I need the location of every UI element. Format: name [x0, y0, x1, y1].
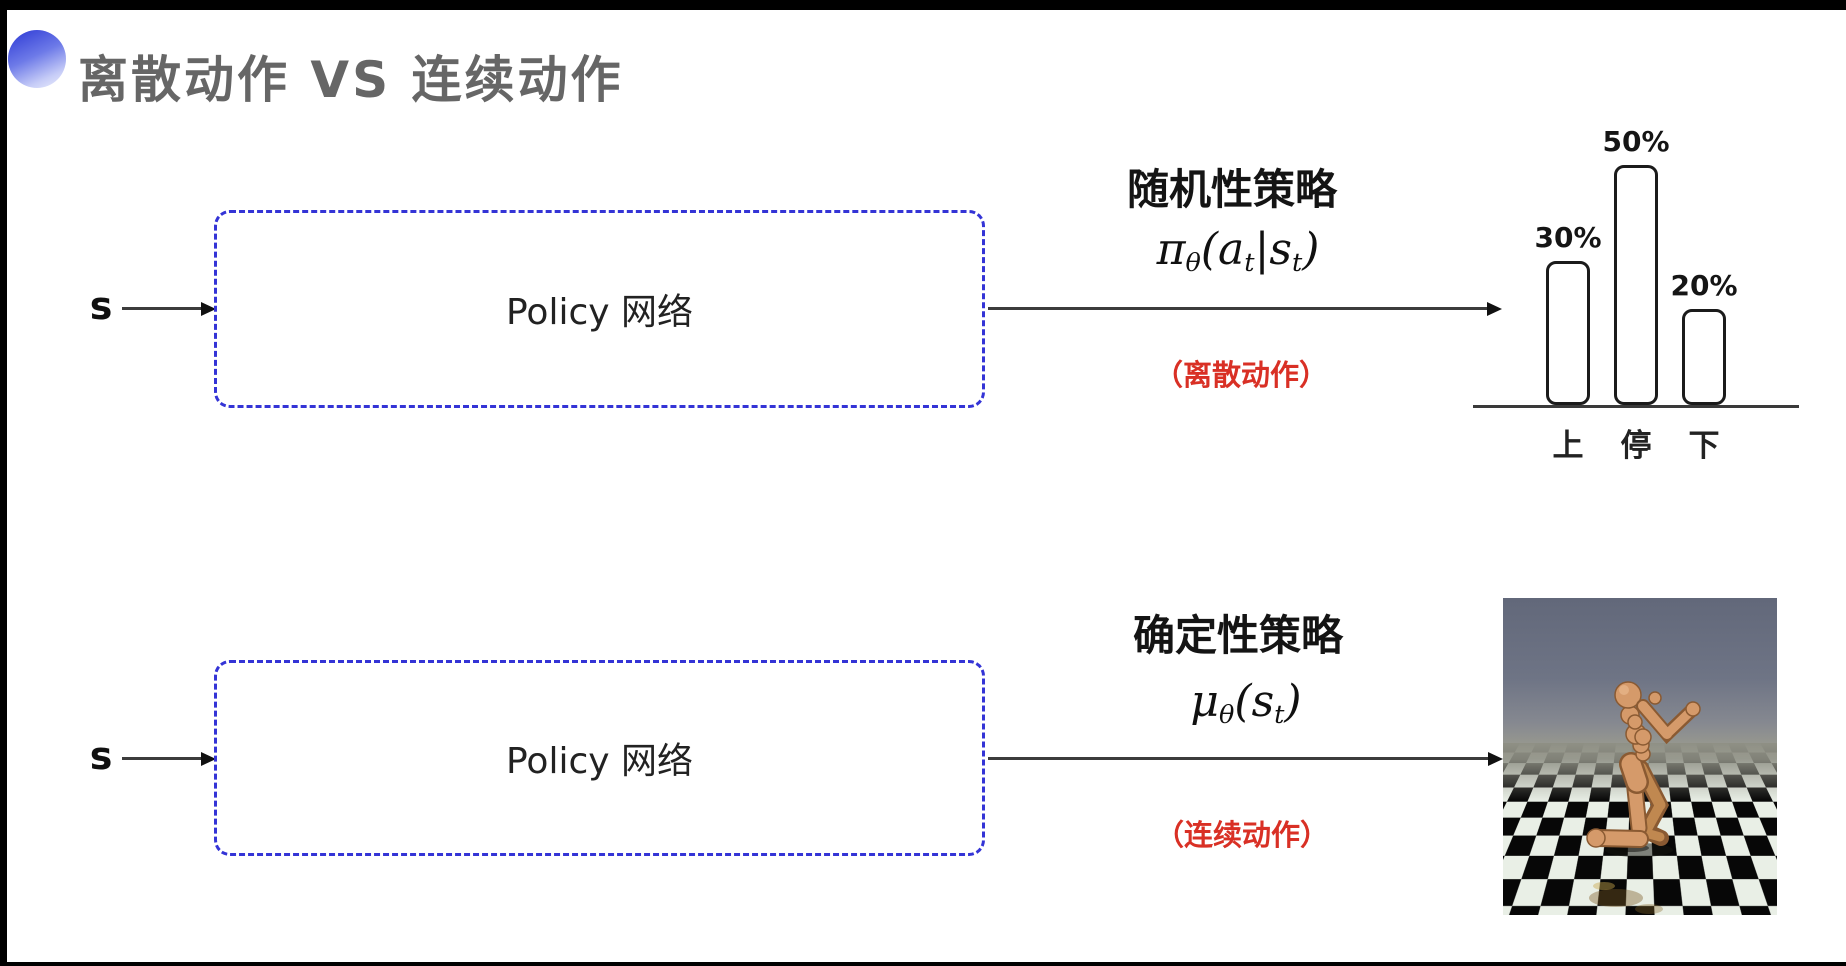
- state-input-label-bottom: s: [89, 734, 113, 778]
- bar: [1614, 165, 1658, 405]
- stochastic-policy-formula: πθ(at|st): [1156, 224, 1320, 279]
- bar-value-label: 20%: [1670, 269, 1738, 302]
- humanoid-robot: [1586, 681, 1701, 914]
- title-bullet-icon: [8, 30, 66, 88]
- bar-value-label: 30%: [1534, 221, 1602, 254]
- output-arrow-bottom: [988, 751, 1503, 766]
- formula-part: (s: [1234, 676, 1275, 727]
- formula-subscript: t: [1274, 700, 1285, 731]
- humanoid-simulation-image: [1503, 598, 1777, 915]
- robot-fist: [1685, 701, 1701, 717]
- bar: [1546, 261, 1590, 405]
- policy-network-label: Policy 网络: [506, 741, 693, 782]
- bar: [1682, 309, 1726, 405]
- formula-subscript: θ: [1219, 700, 1235, 731]
- floor-reflection: [1589, 889, 1643, 907]
- output-arrow-top: [988, 301, 1502, 316]
- floor-reflection: [1635, 904, 1663, 914]
- discrete-action-note: （离散动作）: [1153, 358, 1329, 392]
- robot-foot: [1586, 828, 1606, 848]
- deterministic-policy-formula: μθ(st): [1190, 676, 1302, 731]
- robot-arm: [1636, 691, 1701, 745]
- bar-category-label: 下: [1688, 428, 1720, 464]
- formula-subscript: θ: [1185, 248, 1201, 279]
- formula-subscript: t: [1291, 248, 1303, 279]
- bar-column: 20%: [1670, 269, 1738, 405]
- formula-subscript: t: [1244, 248, 1255, 279]
- screen-border-left: [0, 0, 7, 966]
- deterministic-policy-heading: 确定性策略: [1132, 611, 1344, 660]
- input-arrow-top: [122, 301, 216, 316]
- screen-border-top: [0, 0, 1846, 10]
- stochastic-policy-heading: 随机性策略: [1126, 165, 1338, 214]
- formula-part: ): [1302, 224, 1320, 275]
- bar-chart-categories: 上停下: [1473, 408, 1799, 465]
- input-arrow-bottom: [122, 751, 216, 766]
- policy-network-box-bottom: Policy 网络: [214, 660, 985, 856]
- continuous-action-note: （连续动作）: [1154, 818, 1330, 852]
- bar-column: 30%: [1534, 221, 1602, 405]
- policy-network-box-top: Policy 网络: [214, 210, 985, 408]
- state-input-label-top: s: [89, 284, 113, 328]
- action-probability-bar-chart: 30% 50% 20% 上停下: [1473, 104, 1799, 465]
- bar-category-label: 上: [1552, 428, 1584, 464]
- policy-network-label: Policy 网络: [506, 292, 693, 333]
- formula-symbol: μ: [1190, 676, 1220, 727]
- robot-far-leg: [1633, 760, 1670, 846]
- formula-symbol: π: [1156, 224, 1186, 275]
- bar-chart-bars: 30% 50% 20%: [1473, 104, 1799, 408]
- robot-torso: [1619, 705, 1652, 794]
- formula-part: |s: [1254, 224, 1292, 275]
- screen-border-bottom: [0, 962, 1846, 966]
- robot-head: [1614, 681, 1642, 709]
- bar-column: 50%: [1602, 125, 1670, 405]
- robot-hand: [1648, 691, 1662, 705]
- bar-value-label: 50%: [1602, 125, 1670, 158]
- bar-category-label: 停: [1620, 428, 1652, 464]
- formula-part: (a: [1200, 224, 1245, 275]
- page-title: 离散动作 VS 连续动作: [78, 51, 624, 109]
- formula-part: ): [1284, 676, 1302, 727]
- floor-reflection: [1593, 882, 1615, 890]
